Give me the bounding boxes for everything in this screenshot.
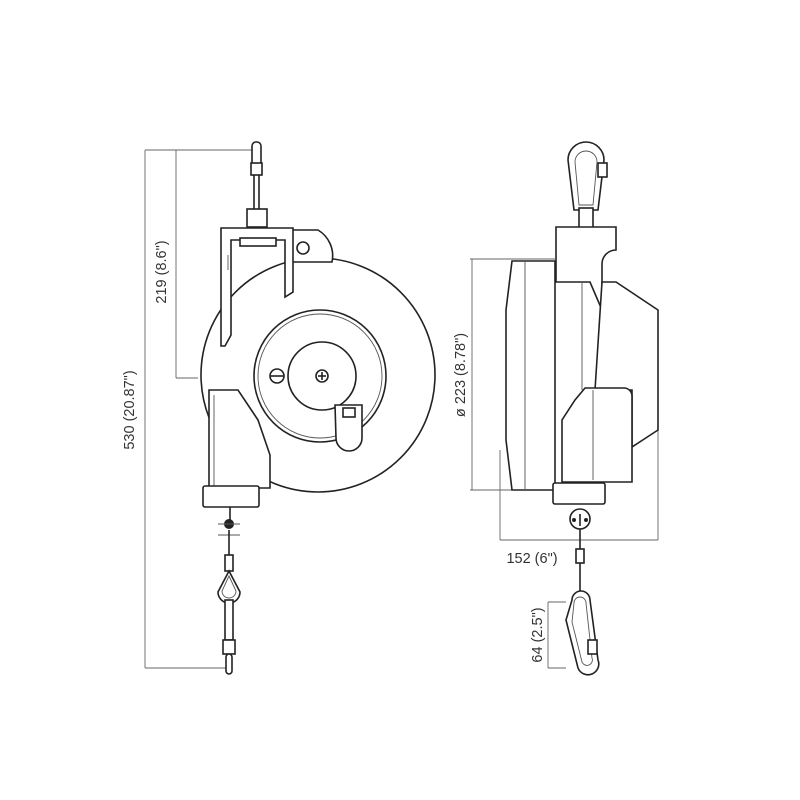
front-view: 530 (20.87") 219 (8.6") — [122, 141, 436, 675]
bottom-carabiner — [565, 590, 600, 676]
inner-ring-inner — [257, 313, 383, 439]
dim-label-530: 530 (20.87") — [122, 370, 138, 449]
inner-ring-outer — [253, 309, 387, 443]
cable-stopper — [218, 507, 240, 572]
top-carabiner — [567, 141, 608, 229]
top-swivel-pin — [246, 141, 268, 228]
dim-152-lines — [499, 420, 659, 541]
dim-label-152: 152 (6") — [506, 551, 557, 567]
dim-64-lines — [547, 601, 566, 669]
lower-block — [552, 387, 633, 505]
eye-hook — [217, 569, 241, 675]
lock-lever — [334, 404, 363, 452]
lower-housing — [202, 389, 271, 508]
hub-circle — [287, 341, 357, 411]
dim-label-219: 219 (8.6") — [154, 240, 170, 303]
dim-219-lines — [175, 150, 198, 379]
hub-screw-icon — [315, 369, 329, 383]
drum-side — [505, 260, 556, 491]
dim-label-64: 64 (2.5") — [530, 607, 546, 662]
dim-label-223: ø 223 (8.78") — [453, 333, 469, 417]
top-bracket — [220, 227, 334, 347]
side-cable-stopper — [569, 508, 591, 596]
dim-530-lines — [144, 149, 255, 669]
slot-screw-icon — [269, 368, 285, 384]
side-view: ø 223 (8.78") 152 (6") 64 (2.5") — [453, 141, 659, 676]
